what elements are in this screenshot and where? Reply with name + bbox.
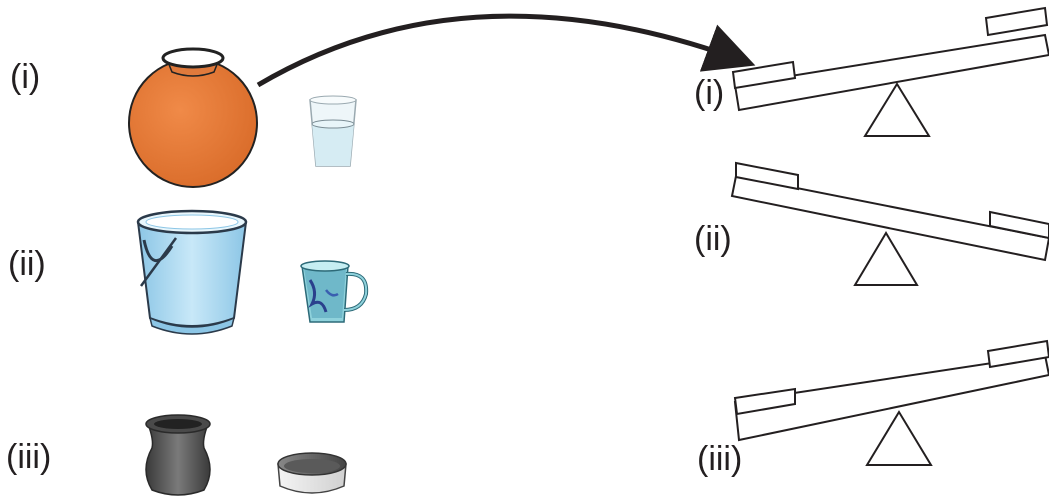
balance-i-left-pan: [731, 60, 797, 90]
row-label-i: (i): [10, 58, 40, 96]
balance-label-i: (i): [694, 74, 724, 112]
balance-ii-left-pan: [735, 161, 799, 191]
balance-i-fulcrum: [863, 82, 931, 137]
balance-ii-fulcrum: [853, 231, 919, 286]
balance-iii-fulcrum: [865, 410, 933, 466]
bucket-icon: [136, 209, 248, 335]
pot-icon: [128, 47, 258, 188]
row-label-iii: (iii): [6, 438, 51, 476]
balance-label-ii: (ii): [694, 220, 732, 258]
balance-iii-beam: [733, 353, 1049, 442]
balance-iii: [733, 339, 1049, 466]
balance-ii: [730, 161, 1049, 286]
bowl-icon: [277, 452, 347, 494]
balance-iii-right-pan: [986, 339, 1049, 369]
balance-i-right-pan: [984, 6, 1049, 37]
water-glass-icon: [309, 95, 357, 167]
connector-arrow: [256, 13, 756, 88]
row-label-ii: (ii): [8, 245, 46, 283]
balance-ii-right-pan: [989, 210, 1049, 240]
balance-i: [731, 6, 1049, 137]
balance-iii-left-pan: [733, 387, 796, 416]
lota-icon: [145, 414, 211, 496]
balance-ii-beam: [730, 174, 1049, 262]
mug-icon: [300, 260, 369, 323]
balance-i-beam: [733, 33, 1049, 112]
balance-label-iii: (iii): [697, 440, 742, 478]
